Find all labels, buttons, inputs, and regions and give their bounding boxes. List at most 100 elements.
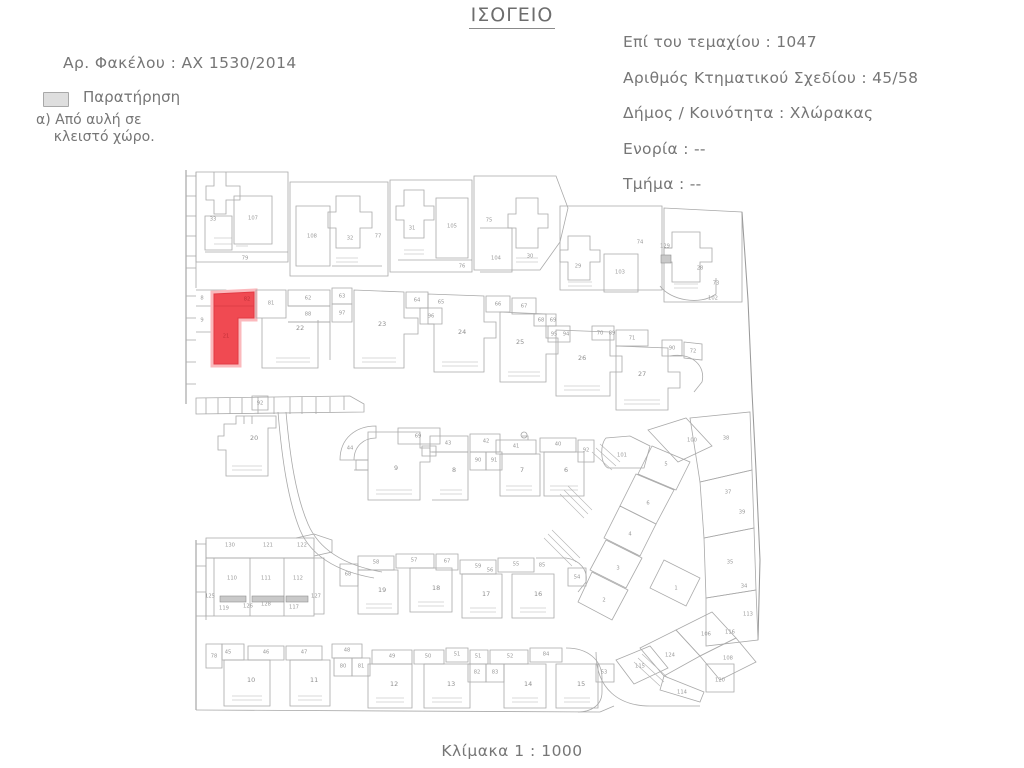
svg-text:71: 71 [629, 336, 636, 342]
svg-text:108: 108 [307, 234, 317, 240]
svg-text:119: 119 [219, 606, 229, 612]
svg-text:106: 106 [701, 632, 711, 638]
svg-text:112: 112 [293, 576, 303, 582]
svg-text:19: 19 [378, 586, 386, 594]
svg-text:2: 2 [602, 598, 605, 604]
svg-text:38: 38 [723, 436, 730, 442]
svg-text:20: 20 [250, 434, 258, 442]
svg-text:127: 127 [311, 594, 321, 600]
svg-text:68: 68 [538, 318, 545, 324]
svg-text:69: 69 [415, 434, 422, 440]
svg-text:83: 83 [492, 670, 499, 676]
svg-text:82: 82 [474, 670, 481, 676]
svg-text:10: 10 [247, 676, 255, 684]
svg-text:22: 22 [296, 324, 304, 332]
svg-text:95: 95 [551, 332, 558, 338]
observation-label: Παρατήρηση [83, 88, 181, 106]
svg-text:103: 103 [615, 270, 625, 276]
svg-text:11: 11 [310, 676, 318, 684]
svg-text:102: 102 [708, 296, 718, 302]
svg-text:14: 14 [524, 680, 532, 688]
svg-text:128: 128 [261, 602, 271, 608]
svg-text:126: 126 [243, 604, 253, 610]
svg-text:49: 49 [389, 654, 396, 660]
svg-text:62: 62 [305, 296, 312, 302]
svg-text:37: 37 [725, 490, 732, 496]
svg-text:69: 69 [550, 318, 557, 324]
svg-text:88: 88 [305, 312, 312, 318]
svg-text:116: 116 [725, 630, 735, 636]
svg-text:100: 100 [687, 438, 697, 444]
svg-text:7: 7 [520, 466, 524, 474]
svg-text:111: 111 [261, 576, 271, 582]
svg-text:33: 33 [210, 217, 217, 223]
svg-text:101: 101 [617, 453, 627, 459]
svg-text:120: 120 [715, 678, 725, 684]
info-row-parish: Ενορία : -- [623, 139, 706, 158]
svg-text:21: 21 [223, 334, 230, 340]
svg-text:51: 51 [454, 652, 461, 658]
svg-text:68: 68 [345, 572, 352, 578]
info-row-plan-no: Αριθμός Κτηματικού Σχεδίου : 45/58 [623, 68, 919, 87]
info-row-parcel: Επί του τεμαχίου : 1047 [623, 33, 817, 51]
svg-text:1: 1 [674, 586, 677, 592]
svg-text:81: 81 [268, 301, 275, 307]
svg-text:115: 115 [635, 664, 645, 670]
svg-text:9: 9 [394, 464, 398, 472]
info-row-municipality: Δήμος / Κοινότητα : Χλώρακας [623, 104, 874, 122]
svg-text:17: 17 [482, 590, 490, 598]
svg-text:94: 94 [563, 332, 570, 338]
svg-text:9: 9 [200, 318, 203, 324]
svg-text:6: 6 [646, 501, 649, 507]
svg-text:78: 78 [211, 654, 218, 660]
svg-text:55: 55 [513, 562, 520, 568]
info-row-section: Τμήμα : -- [623, 175, 702, 193]
svg-text:8: 8 [452, 466, 456, 474]
svg-text:4: 4 [628, 532, 632, 538]
svg-text:110: 110 [227, 576, 237, 582]
svg-text:105: 105 [447, 224, 457, 230]
svg-text:65: 65 [438, 300, 445, 306]
svg-text:92: 92 [257, 401, 264, 407]
svg-text:41: 41 [513, 444, 520, 450]
svg-text:34: 34 [741, 584, 748, 590]
svg-text:85: 85 [539, 563, 546, 569]
plan-geometry: 33 107 79 108 32 77 31 105 76 [185, 170, 761, 713]
svg-text:92: 92 [583, 448, 590, 454]
svg-text:89: 89 [609, 331, 616, 337]
svg-text:46: 46 [263, 650, 270, 656]
svg-text:117: 117 [289, 605, 299, 611]
svg-text:6: 6 [564, 466, 568, 474]
svg-text:84: 84 [543, 652, 550, 658]
svg-text:27: 27 [638, 370, 646, 378]
observation-note: α) Από αυλή σε κλειστό χώρο. [36, 112, 155, 145]
svg-text:82: 82 [244, 297, 251, 303]
svg-text:39: 39 [739, 510, 746, 516]
svg-text:113: 113 [743, 612, 753, 618]
svg-text:74: 74 [637, 240, 644, 246]
svg-text:28: 28 [697, 266, 704, 272]
svg-text:122: 122 [297, 543, 307, 549]
svg-text:29: 29 [575, 264, 582, 270]
svg-text:5: 5 [664, 462, 667, 468]
svg-text:13: 13 [447, 680, 455, 688]
highlighted-unit-21 [213, 291, 255, 365]
svg-text:50: 50 [425, 654, 432, 660]
svg-text:32: 32 [347, 236, 354, 242]
svg-text:3: 3 [616, 566, 619, 572]
svg-text:40: 40 [555, 442, 562, 448]
svg-text:130: 130 [225, 543, 235, 549]
svg-text:56: 56 [487, 568, 494, 574]
svg-text:16: 16 [534, 590, 542, 598]
svg-text:57: 57 [411, 558, 418, 564]
svg-text:81: 81 [358, 664, 365, 670]
svg-text:114: 114 [677, 690, 688, 696]
svg-text:15: 15 [577, 680, 585, 688]
svg-text:125: 125 [205, 594, 215, 600]
svg-text:107: 107 [248, 216, 258, 222]
svg-text:24: 24 [458, 328, 466, 336]
svg-text:77: 77 [375, 234, 382, 240]
svg-text:91: 91 [491, 458, 498, 464]
